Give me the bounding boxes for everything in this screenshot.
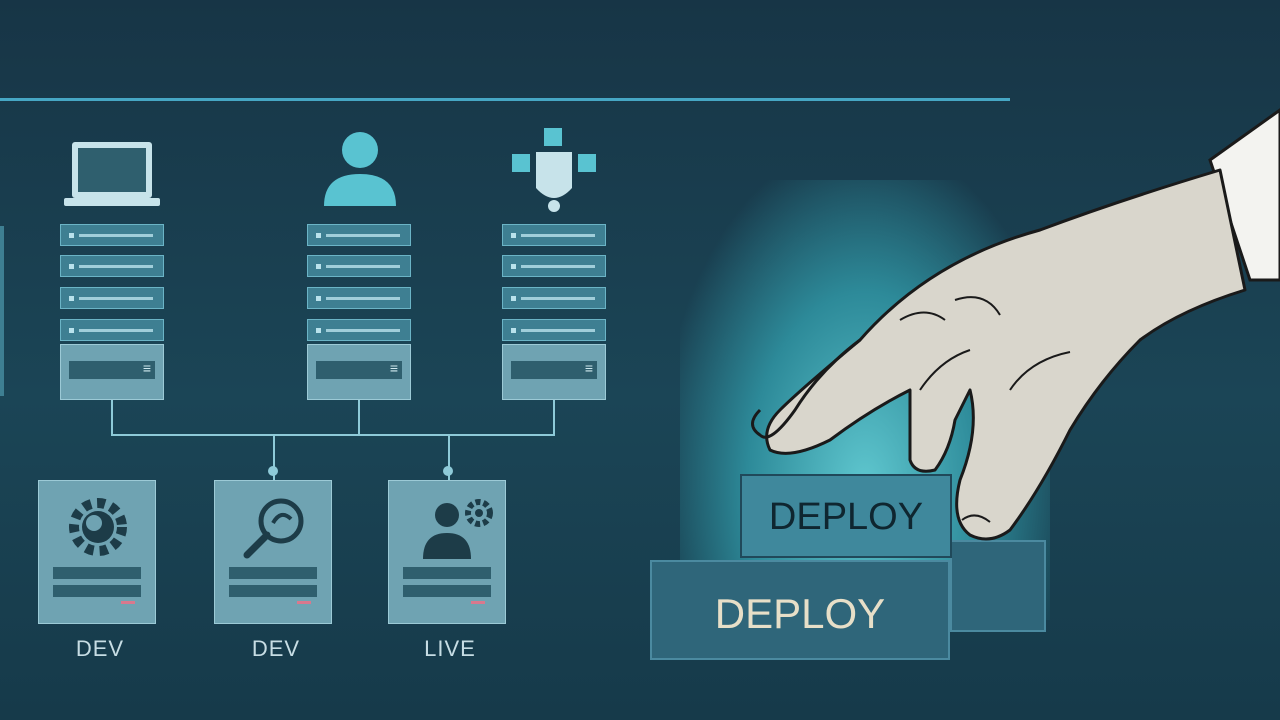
env-label-live: LIVE: [424, 636, 476, 661]
network-icon: [508, 126, 600, 214]
block-side: [950, 540, 1046, 632]
user-icon: [322, 130, 398, 208]
server-stack-1: [60, 224, 164, 400]
hand-icon: [751, 108, 1280, 541]
deploy-block-front: DEPLOY: [740, 474, 952, 558]
deploy-block-back-label: DEPLOY: [714, 590, 886, 637]
wire-bus: [111, 434, 555, 436]
env-label-dev-1: DEV: [75, 636, 125, 661]
wire: [358, 400, 360, 436]
wire: [553, 400, 555, 436]
server-stack-2: [307, 224, 411, 400]
server-stack-3: [502, 224, 606, 400]
env-card-dev-2: [214, 480, 332, 624]
env-card-live: [388, 480, 506, 624]
top-accent-line: [0, 98, 1010, 101]
wire: [448, 436, 450, 480]
env-card-dev-1: [38, 480, 156, 624]
wire: [273, 436, 275, 480]
deploy-block-front-label: DEPLOY: [768, 496, 924, 538]
wire-node: [268, 466, 278, 476]
gear-icon: [69, 498, 127, 556]
wire-node: [443, 466, 453, 476]
user-gear-icon: [423, 499, 493, 559]
edge-stub: [0, 226, 4, 396]
laptop-icon: [64, 140, 160, 210]
env-label-dev-2: DEV: [251, 636, 301, 661]
search-icon: [243, 498, 304, 559]
wire: [111, 400, 113, 436]
deploy-block-back: DEPLOY: [650, 560, 950, 660]
